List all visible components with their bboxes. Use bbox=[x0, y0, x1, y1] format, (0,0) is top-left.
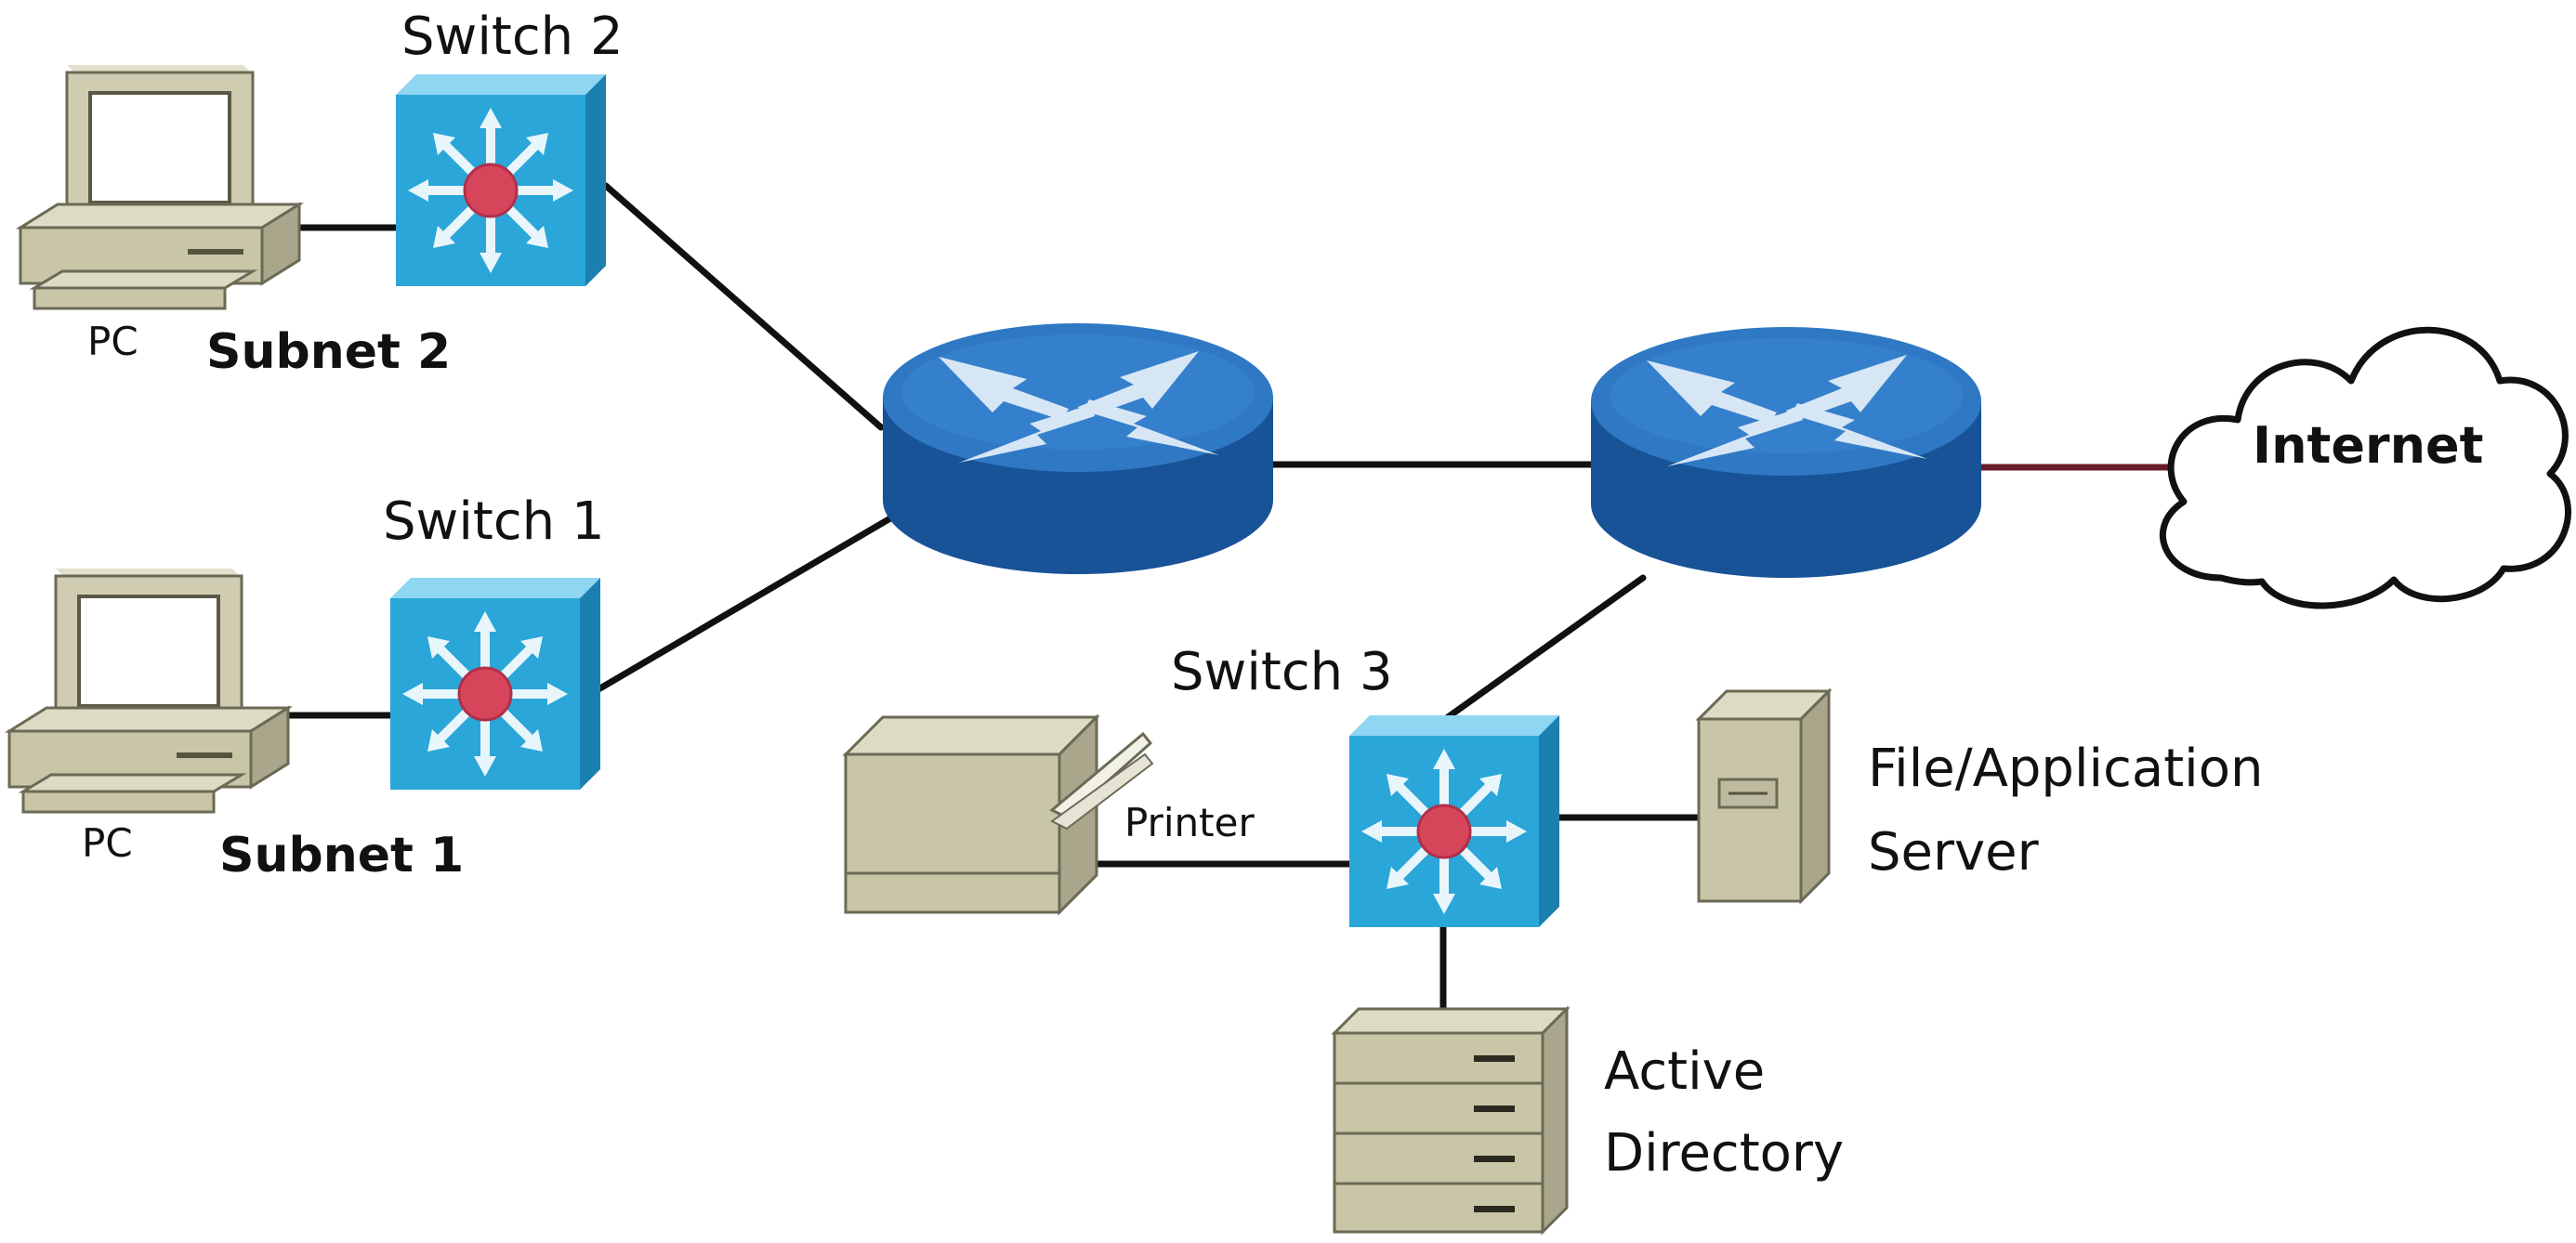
pc-bottom-icon bbox=[7, 567, 290, 814]
switch-3-label: Switch 3 bbox=[1171, 642, 1393, 702]
switch-1-icon bbox=[390, 578, 600, 790]
link-router2-switch3 bbox=[1431, 574, 1647, 730]
router-2-icon bbox=[1591, 327, 1981, 578]
active-directory-label-line-2: Directory bbox=[1604, 1123, 1844, 1184]
printer-label: Printer bbox=[1124, 800, 1255, 845]
file-server-label-line-2: Server bbox=[1868, 822, 2040, 883]
subnet-2-label: Subnet 2 bbox=[206, 324, 451, 380]
internet-label: Internet bbox=[2253, 416, 2483, 475]
active-directory-label-line-1: Active bbox=[1604, 1041, 1765, 1102]
switch-2-label: Switch 2 bbox=[401, 7, 624, 67]
pc-top-label: PC bbox=[87, 319, 138, 364]
link-switch2-router1 bbox=[602, 182, 885, 431]
switch-1-label: Switch 1 bbox=[383, 491, 605, 552]
switch-2-icon bbox=[396, 74, 606, 286]
links bbox=[264, 182, 1704, 1016]
printer-icon bbox=[844, 715, 1154, 914]
router-1-icon bbox=[883, 323, 1273, 574]
subnet-1-label: Subnet 1 bbox=[219, 828, 464, 883]
cloud-icon bbox=[2159, 326, 2571, 609]
file-server-label-line-1: File/Application bbox=[1868, 739, 2263, 799]
link-switch1-router1 bbox=[595, 515, 894, 693]
switch-3-icon bbox=[1349, 715, 1559, 927]
pc-bottom-label: PC bbox=[82, 820, 133, 866]
pc-top-icon bbox=[19, 63, 301, 310]
file-application-server-icon bbox=[1697, 689, 1831, 903]
active-directory-server-icon bbox=[1333, 1007, 1569, 1234]
